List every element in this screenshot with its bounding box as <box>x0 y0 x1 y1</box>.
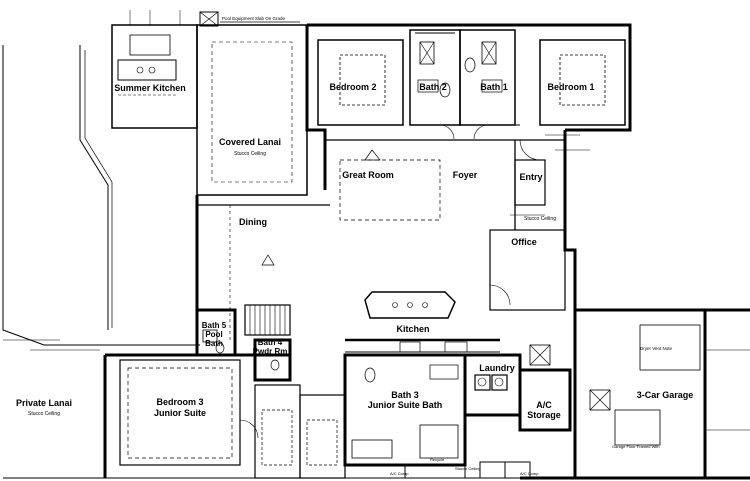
recycle-note: Recycle <box>430 457 445 462</box>
kitchen-label: Kitchen <box>396 324 429 334</box>
pool-equipment-slab <box>199 11 300 27</box>
laundry-ac-walls <box>463 344 572 479</box>
covered-lanai-sub: Stucco Ceiling <box>234 151 266 157</box>
bath1-label: Bath 1 <box>480 82 508 92</box>
bath3-label-1: Bath 3 <box>391 390 419 400</box>
ac-comp-note-2: A/C Comp <box>520 471 539 476</box>
bath4-label-2: Pwdr Rm <box>253 347 288 356</box>
bath3-label-2: Junior Suite Bath <box>368 400 443 410</box>
bath5-label-3: Bath <box>205 339 223 348</box>
dimension-lines <box>30 10 590 351</box>
entry-label: Entry <box>519 172 542 182</box>
bath4-label-1: Bath 4 <box>258 338 283 347</box>
great-room-area <box>325 139 565 230</box>
bath5-label-2: Pool <box>205 330 222 339</box>
stairs <box>244 304 291 336</box>
pool-equipment-note: Pool Equipment Slab On Grade <box>222 16 286 21</box>
bedroom2-label: Bedroom 2 <box>329 82 376 92</box>
private-lanai-sub: Stucco Ceiling <box>28 411 60 417</box>
office-label: Office <box>511 237 537 247</box>
ac-storage-label-2: Storage <box>527 410 561 420</box>
bedroom1-label: Bedroom 1 <box>547 82 594 92</box>
garage-area <box>573 308 750 480</box>
covered-lanai-label: Covered Lanai <box>219 137 281 147</box>
bedroom3-label-2: Junior Suite <box>154 408 206 418</box>
dining-office-area <box>197 204 566 340</box>
bath2-label: Bath 2 <box>419 82 447 92</box>
private-lanai-label: Private Lanai <box>16 398 72 408</box>
garage-floor-note: Garage Floor Framed With <box>612 444 660 449</box>
summer-kitchen-label: Summer Kitchen <box>114 83 186 93</box>
bath5-label-1: Bath 5 <box>202 321 227 330</box>
foyer-label: Foyer <box>453 170 478 180</box>
dining-label: Dining <box>239 217 267 227</box>
bath3-walls <box>343 353 467 479</box>
site-lines <box>2 45 750 479</box>
stucco-note: Stucco Ceiling <box>455 466 481 471</box>
covered-lanai-area <box>196 24 308 196</box>
laundry-label: Laundry <box>479 363 515 373</box>
bedroom3-label-1: Bedroom 3 <box>156 397 203 407</box>
ac-storage-label-1: A/C <box>536 400 552 410</box>
kitchen-island <box>345 291 500 353</box>
dryer-vent-note: Dryer Vent Note <box>640 346 673 351</box>
entry-sub: Stucco Ceiling <box>524 216 556 222</box>
summer-kitchen-area <box>111 24 198 129</box>
bedroom-wing-walls <box>317 29 626 140</box>
garage-label: 3-Car Garage <box>637 390 694 400</box>
great-room-label: Great Room <box>342 170 394 180</box>
bedroom3-wing <box>103 353 346 479</box>
ac-comp-note-1: A/C Comp <box>390 471 409 476</box>
